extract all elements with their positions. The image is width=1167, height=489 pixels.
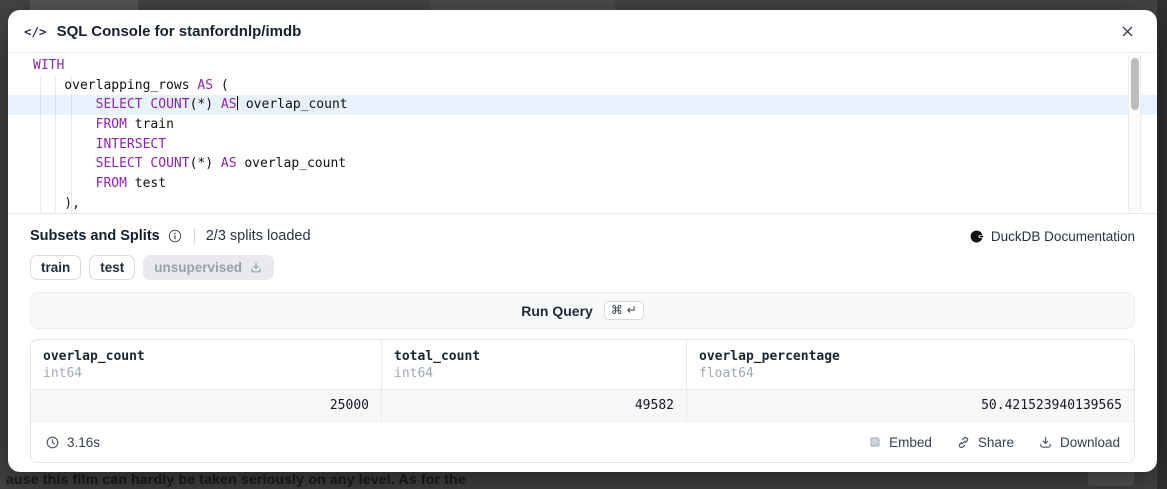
editor-scrollbar[interactable]	[1128, 55, 1141, 211]
code-token: test	[126, 176, 167, 192]
code-token: overlapping_rows	[33, 77, 198, 93]
duckdb-icon	[970, 230, 985, 242]
results-actions: Embed Share Download	[868, 435, 1120, 450]
code-token: COUNT	[150, 156, 190, 172]
close-button[interactable]	[1113, 17, 1141, 45]
run-query-button[interactable]: Run Query ⌘ ↵	[30, 292, 1135, 329]
results-header-row: overlap_count int64 total_count int64 ov…	[31, 340, 1134, 389]
code-token: WITH	[33, 58, 65, 73]
code-line[interactable]: SELECT COUNT(*) AS overlap_count	[8, 154, 1157, 174]
code-token: FROM	[95, 176, 127, 192]
code-line[interactable]: WITH	[8, 56, 1157, 76]
code-token: overlap_count	[238, 97, 348, 113]
code-token: SELECT	[95, 156, 143, 172]
code-token	[33, 97, 96, 112]
sql-console-modal: </> SQL Console for stanfordnlp/imdb WIT…	[8, 10, 1157, 472]
result-row: 25000 49582 50.421523940139565	[31, 389, 1134, 421]
result-cell-total-count: 49582	[381, 390, 686, 421]
code-token: AS	[197, 77, 214, 93]
run-query-label: Run Query	[521, 302, 593, 319]
divider	[193, 227, 195, 245]
code-token: ),	[33, 195, 80, 211]
share-button[interactable]: Share	[956, 435, 1014, 450]
subsets-row: Subsets and Splits 2/3 splits loaded Duc…	[30, 225, 1135, 247]
code-token: FROM	[95, 117, 127, 133]
download-icon	[1040, 436, 1051, 448]
share-link-icon	[958, 436, 969, 448]
duckdb-docs-link[interactable]: DuckDB Documentation	[970, 229, 1135, 244]
result-cell-overlap-percentage: 50.421523940139565	[686, 390, 1134, 421]
code-icon: </>	[24, 23, 47, 39]
result-cell-overlap-count: 25000	[329, 398, 369, 413]
embed-button[interactable]: Embed	[868, 435, 932, 450]
close-icon	[1122, 26, 1132, 36]
code-token	[33, 156, 96, 171]
modal-header: </> SQL Console for stanfordnlp/imdb	[8, 10, 1157, 53]
column-header-overlap-percentage: overlap_percentage float64	[686, 340, 1134, 389]
sql-editor[interactable]: WITH overlapping_rows AS ( SELECT COUNT(…	[8, 53, 1157, 214]
download-button[interactable]: Download	[1038, 435, 1120, 450]
modal-title: SQL Console for stanfordnlp/imdb	[56, 22, 302, 40]
column-header-overlap-count: overlap_count int64	[43, 349, 145, 381]
clock-icon	[46, 436, 59, 448]
load-split-icon	[251, 262, 262, 272]
code-token: INTERSECT	[95, 136, 167, 152]
code-token: train	[126, 117, 174, 133]
code-token: AS	[220, 156, 237, 172]
splits-tags-row: train test unsupervised	[30, 255, 1135, 280]
column-header-total-count: total_count int64	[381, 340, 686, 389]
dimmed-page-block	[1088, 471, 1134, 486]
code-token: overlap_count	[236, 156, 347, 172]
split-tag-train[interactable]: train	[30, 255, 82, 280]
code-token: SELECT	[95, 97, 143, 113]
code-line[interactable]: FROM test	[8, 174, 1157, 194]
code-line[interactable]: INTERSECT	[8, 135, 1157, 155]
dimmed-page-block	[430, 0, 615, 12]
code-token: AS	[220, 97, 237, 113]
query-duration: 3.16s	[45, 435, 100, 450]
sql-editor-lines: WITH overlapping_rows AS ( SELECT COUNT(…	[8, 56, 1157, 214]
subsets-label: Subsets and Splits	[30, 228, 160, 244]
splits-loaded-status: 2/3 splits loaded	[205, 228, 311, 244]
results-footer: 3.16s Embed Share	[31, 421, 1134, 462]
code-token	[33, 117, 96, 132]
code-line[interactable]: SELECT COUNT(*) AS overlap_count	[8, 95, 1157, 116]
code-token: (*)	[189, 156, 221, 172]
code-line[interactable]: FROM train	[8, 115, 1157, 135]
split-tag-test[interactable]: test	[89, 255, 136, 280]
dimmed-page-text: ause this film can hardly be taken serio…	[6, 471, 466, 487]
code-token: COUNT	[150, 97, 190, 113]
dimmed-page-scroll-strip	[1157, 0, 1167, 489]
code-line[interactable]: overlapping_rows AS (	[8, 76, 1157, 96]
code-line[interactable]: ),	[8, 194, 1157, 214]
scrollbar-thumb[interactable]	[1131, 58, 1139, 110]
text-cursor	[236, 96, 239, 111]
code-token: (	[213, 77, 229, 93]
shortcut-kbd: ⌘ ↵	[603, 301, 644, 320]
info-icon[interactable]	[167, 228, 183, 244]
results-table: overlap_count int64 total_count int64 ov…	[30, 339, 1135, 463]
code-token	[33, 176, 96, 191]
split-tag-unsupervised[interactable]: unsupervised	[143, 255, 275, 280]
code-token	[33, 137, 96, 152]
code-token: (*)	[189, 97, 221, 113]
embed-icon	[870, 437, 880, 447]
